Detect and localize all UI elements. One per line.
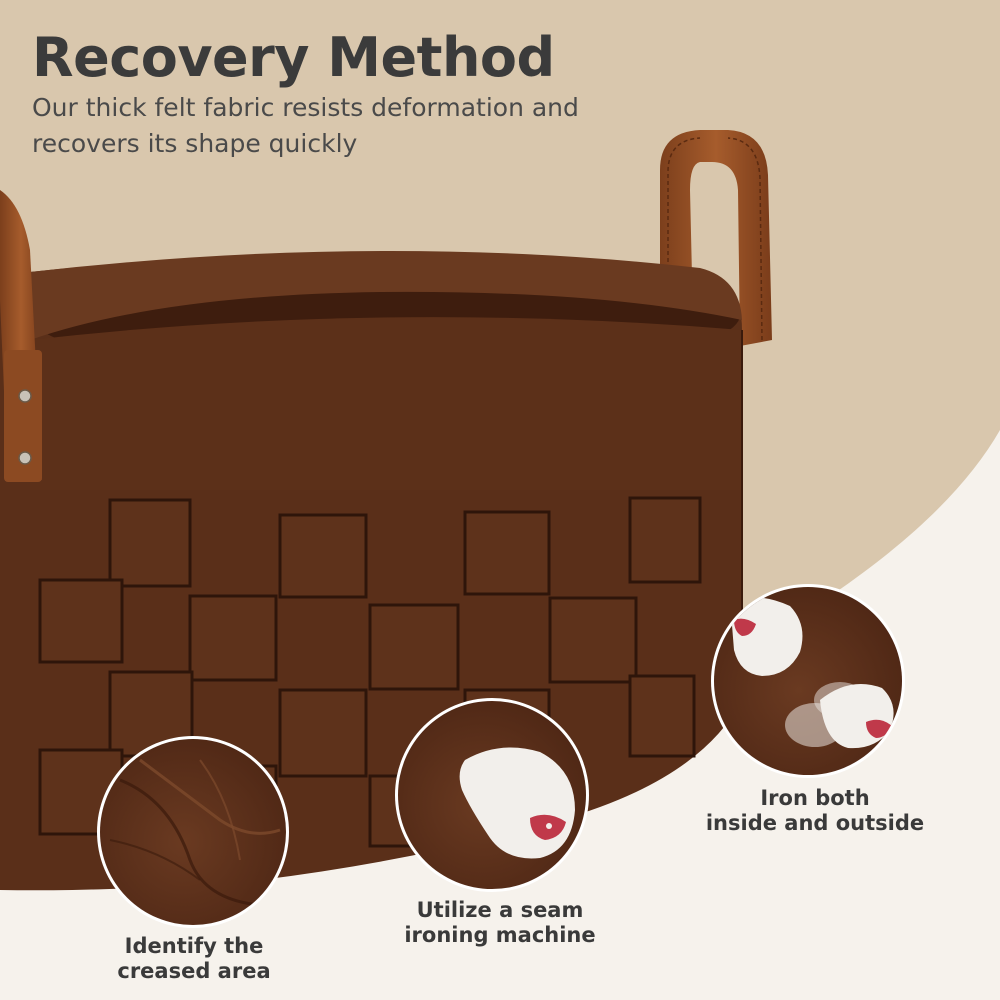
- step-caption-line: creased area: [117, 959, 271, 983]
- page-subtitle: Our thick felt fabric resists deformatio…: [32, 93, 579, 158]
- circle-seam-iron: [395, 698, 589, 892]
- step-caption-line: Utilize a seam: [416, 898, 584, 922]
- step-caption-iron-both: Iron both inside and outside: [690, 786, 940, 836]
- front-handle: [0, 190, 42, 482]
- step-caption-identify: Identify the creased area: [84, 934, 304, 984]
- back-handle: [660, 130, 772, 346]
- step-caption-line: Identify the: [124, 934, 264, 958]
- step-caption-line: Iron both: [760, 786, 870, 810]
- page-title: Recovery Method: [32, 26, 555, 89]
- step-caption-seam-iron: Utilize a seam ironing machine: [380, 898, 620, 948]
- circle-steam-iron: [711, 584, 905, 778]
- circle-creased-area: [97, 736, 289, 928]
- step-caption-line: inside and outside: [705, 811, 925, 835]
- step-caption-line: ironing machine: [404, 923, 596, 947]
